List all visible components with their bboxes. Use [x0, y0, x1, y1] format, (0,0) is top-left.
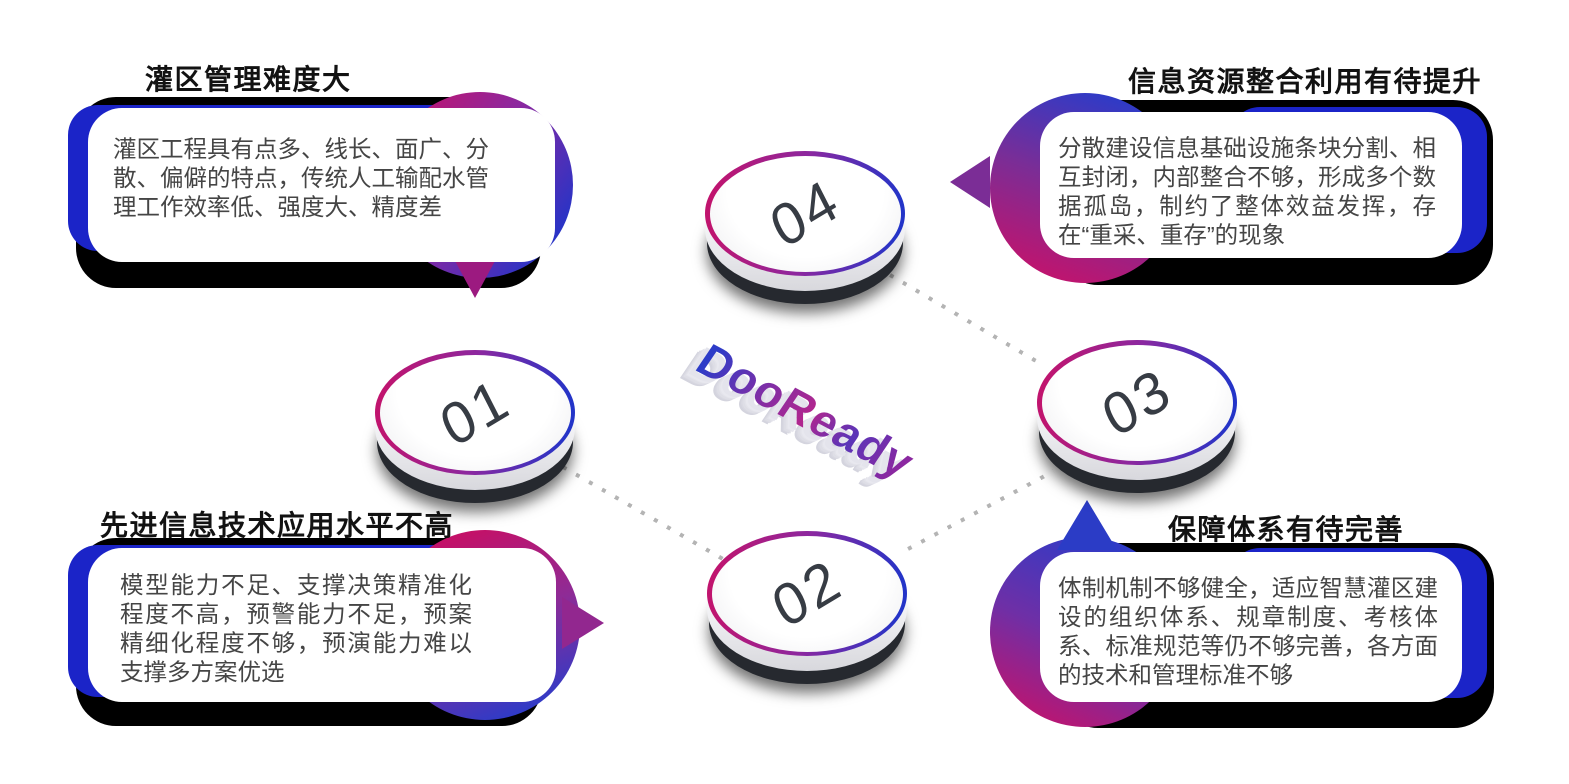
watermark-logo: DooReady DooReady	[626, 270, 986, 553]
step-disk-01: 01	[375, 350, 575, 503]
disk-face: 03	[1037, 340, 1237, 465]
disk-face: 04	[705, 151, 905, 276]
logo-text: DooReady	[687, 334, 925, 488]
bubble-tail-left	[950, 156, 990, 208]
step-disk-04: 04	[705, 151, 905, 304]
card-body-panel: 模型能力不足、支撑决策精准化程度不高，预警能力不足，预案精细化程度不够，预演能力…	[88, 548, 556, 702]
bubble-tail-right	[562, 597, 604, 649]
bubble-tail-up	[1057, 500, 1117, 550]
card-body-text: 灌区工程具有点多、线长、面广、分散、偏僻的特点，传统人工输配水管理工作效率低、强…	[113, 136, 489, 220]
connector-04-03	[888, 273, 1045, 368]
card-body-panel: 体制机制不够健全，适应智慧灌区建设的组织体系、规章制度、考核体系、标准规范等仍不…	[1040, 552, 1462, 702]
connector-01-02	[562, 465, 727, 563]
card-body-panel: 分散建设信息基础设施条块分割、相互封闭，内部整合不够，形成多个数据孤岛，制约了整…	[1040, 112, 1462, 258]
disk-face: 01	[375, 350, 575, 475]
card-body-text: 分散建设信息基础设施条块分割、相互封闭，内部整合不够，形成多个数据孤岛，制约了整…	[1058, 135, 1436, 248]
disk-face: 02	[707, 531, 907, 656]
card-title: 保障体系有待完善	[1168, 514, 1405, 545]
card-title: 信息资源整合利用有待提升	[1128, 66, 1483, 97]
card-body-text: 体制机制不够健全，适应智慧灌区建设的组织体系、规章制度、考核体系、标准规范等仍不…	[1058, 575, 1438, 688]
step-number: 01	[429, 365, 521, 460]
step-number: 02	[761, 546, 853, 641]
step-disk-03: 03	[1037, 340, 1237, 493]
step-number: 04	[759, 166, 851, 261]
card-title: 先进信息技术应用水平不高	[100, 510, 455, 541]
step-number: 03	[1091, 355, 1183, 450]
step-disk-02: 02	[707, 531, 907, 684]
card-body-panel: 灌区工程具有点多、线长、面广、分散、偏僻的特点，传统人工输配水管理工作效率低、强…	[88, 108, 555, 262]
card-title: 灌区管理难度大	[145, 64, 352, 95]
card-body-text: 模型能力不足、支撑决策精准化程度不高，预警能力不足，预案精细化程度不够，预演能力…	[120, 572, 472, 685]
